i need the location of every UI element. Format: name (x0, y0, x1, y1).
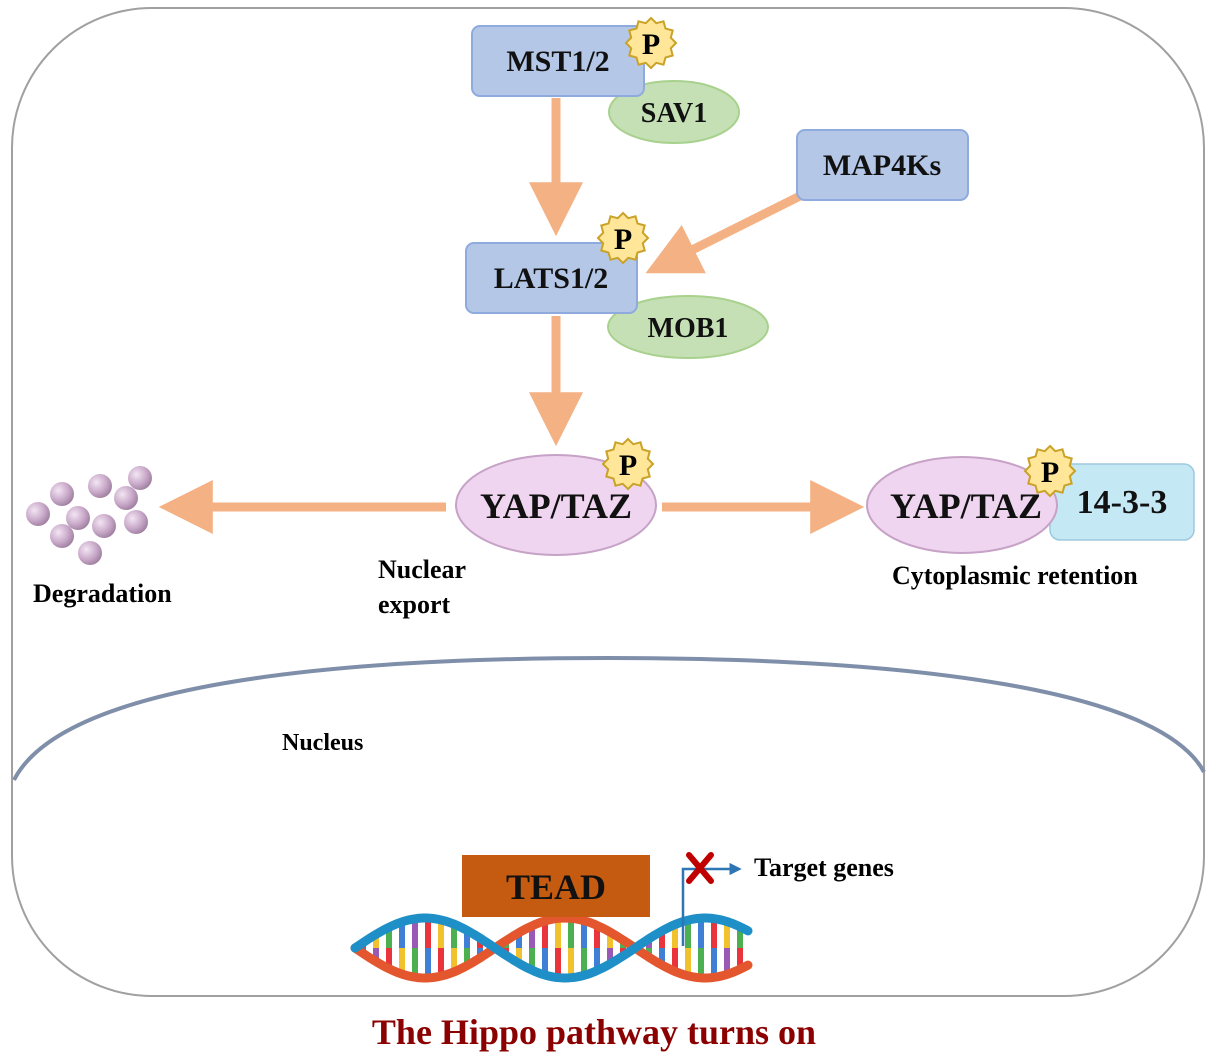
dna-base-pair (711, 948, 717, 978)
phospho-star-icon (601, 437, 655, 491)
sav1-label: SAV1 (641, 98, 707, 129)
tead-node (462, 855, 650, 917)
yap-taz-center-label: YAP/TAZ (480, 486, 632, 526)
dna-base-pair (425, 918, 431, 948)
dna-base-pair (581, 920, 587, 948)
dna-base-pair (737, 948, 743, 970)
phospho-badge-yap-right: P (1023, 444, 1077, 498)
dna-base-pair (451, 924, 457, 948)
dna-base-pair (399, 948, 405, 975)
phospho-star-icon (596, 211, 650, 265)
dna-base-pair (464, 948, 470, 966)
dna-base-pair (685, 948, 691, 976)
phospho-star-icon (1023, 444, 1077, 498)
nuclear-export-label-line2: export (378, 590, 451, 619)
nucleus-membrane (12, 655, 1206, 781)
map4ks-label: MAP4Ks (823, 149, 941, 182)
blocked-x-icon (686, 852, 714, 884)
phospho-label: P (642, 28, 660, 61)
yap-taz-center-node (455, 454, 657, 556)
dna-base-pair (412, 948, 418, 978)
dna-base-pair (438, 919, 444, 948)
dna-base-pair (672, 924, 678, 948)
phospho-badge-lats: P (596, 211, 650, 265)
phospho-label: P (1041, 456, 1059, 489)
dna-base-pair (516, 932, 522, 948)
dna-base-pair (529, 948, 535, 971)
dna-base-pair (737, 926, 743, 948)
dna-strand-orange (350, 913, 753, 983)
yap-taz-right-node (866, 456, 1058, 554)
phospho-label: P (619, 449, 637, 482)
tead-label: TEAD (506, 867, 606, 907)
dna-base-pair (529, 925, 535, 948)
dna-base-pair (698, 948, 704, 978)
mob1-label: MOB1 (648, 313, 729, 344)
phospho-badge-yap-center: P (601, 437, 655, 491)
degradation-particles-icon (26, 466, 152, 565)
phospho-label: P (614, 223, 632, 256)
mst12-label: MST1/2 (506, 45, 609, 78)
degradation-label: Degradation (33, 579, 172, 608)
dna-base-pair (542, 920, 548, 948)
yap-taz-right-label: YAP/TAZ (890, 486, 1042, 526)
arrow-map4k-to-lats (645, 191, 803, 274)
dna-base-pair (659, 930, 665, 948)
dna-base-pair (724, 948, 730, 975)
lats12-node (465, 242, 638, 314)
dna-base-pair (438, 948, 444, 977)
dna-base-pair (451, 948, 457, 972)
dna-base-pair (412, 918, 418, 948)
target-genes-label: Target genes (754, 853, 894, 882)
dna-base-pair (672, 948, 678, 972)
lats12-label: LATS1/2 (494, 262, 608, 295)
dna-base-pair (464, 930, 470, 948)
nuclear-export-label-line1: Nuclear (378, 555, 466, 584)
phospho-star-icon (624, 16, 678, 70)
mob1-node (607, 295, 769, 359)
cytoplasmic-retention-label: Cytoplasmic retention (892, 561, 1138, 590)
dna-base-pair (555, 948, 561, 978)
dna-base-pair (685, 920, 691, 948)
dna-base-pair (516, 948, 522, 964)
dna-base-pair (698, 918, 704, 948)
dna-base-pair (594, 925, 600, 948)
diagram-title: The Hippo pathway turns on (372, 1012, 816, 1052)
phospho-badge-mst: P (624, 16, 678, 70)
sav1-node (608, 80, 740, 144)
dna-base-pair (607, 948, 613, 964)
dna-base-pair (373, 934, 379, 948)
dna-base-pair (724, 921, 730, 948)
nucleus-label: Nucleus (282, 730, 363, 756)
dna-base-pair (659, 948, 665, 966)
dna-base-pair (607, 932, 613, 948)
dna-base-pair (373, 948, 379, 962)
protein-14-3-3-label: 14-3-3 (1077, 484, 1168, 521)
dna-base-pair (399, 921, 405, 948)
dna-base-pair (581, 948, 587, 976)
dna-base-pair (386, 927, 392, 948)
dna-base-pair (568, 918, 574, 948)
dna-base-pair (594, 948, 600, 971)
dna-base-pair (711, 918, 717, 948)
dna-base-pair (542, 948, 548, 976)
dna-base-pair (425, 948, 431, 978)
map4ks-node (796, 129, 969, 201)
dna-base-pair (555, 918, 561, 948)
dna-base-pair (568, 948, 574, 978)
dna-base-pair (386, 948, 392, 969)
transcription-start-arrow (681, 862, 742, 946)
